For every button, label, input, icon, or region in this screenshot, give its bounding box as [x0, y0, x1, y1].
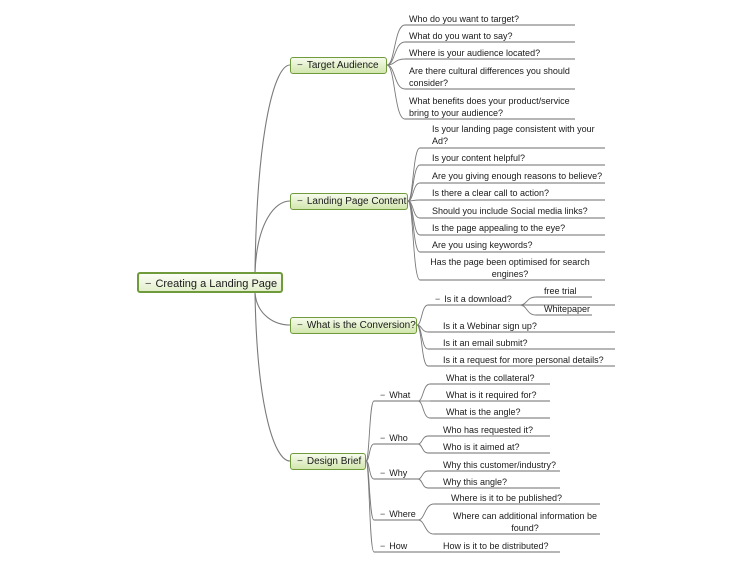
subtopic[interactable]: Is there a clear call to action? — [432, 188, 550, 198]
topic-label: Target Audience — [306, 60, 379, 71]
root-topic[interactable]: −Creating a Landing Page — [137, 272, 283, 293]
subtopic[interactable]: What is the collateral? — [446, 373, 535, 383]
subtopic[interactable]: How is it to be distributed? — [443, 541, 549, 551]
connector — [407, 164, 421, 202]
topic-design-brief[interactable]: −Design Brief — [290, 453, 366, 470]
connector — [254, 292, 291, 326]
subtopic[interactable]: free trial — [544, 286, 577, 296]
connector — [365, 443, 375, 462]
connector — [417, 470, 429, 480]
connector — [386, 64, 406, 120]
connector — [417, 478, 429, 489]
subtopic[interactable]: Is it an email submit? — [443, 338, 528, 348]
connector — [386, 58, 406, 66]
subtopic[interactable]: Who do you want to target? — [409, 14, 520, 24]
subtopic[interactable]: Has the page been optimised for search e… — [430, 257, 590, 279]
topic-label: Design Brief — [306, 456, 362, 467]
subtopic[interactable]: Are you using keywords? — [432, 240, 533, 250]
subtopic[interactable]: Is the page appealing to the eye? — [432, 223, 566, 233]
subtopic-how[interactable]: −How — [380, 541, 408, 551]
subtopic[interactable]: What is the angle? — [446, 407, 521, 417]
topic-landing-page-content[interactable]: −Landing Page Content — [290, 193, 408, 210]
connector — [417, 383, 431, 402]
subtopic[interactable]: What benefits does your product/service … — [409, 96, 570, 118]
connector — [417, 443, 429, 454]
topic-target-audience[interactable]: −Target Audience — [290, 57, 387, 74]
subtopic[interactable]: Should you include Social media links? — [432, 206, 588, 216]
root-topic-label: Creating a Landing Page — [155, 278, 278, 290]
subtopic[interactable]: Is it a Webinar sign up? — [443, 321, 537, 331]
connector — [519, 296, 537, 306]
connector — [417, 503, 435, 521]
connector — [407, 200, 421, 281]
subtopic[interactable]: What do you want to say? — [409, 31, 513, 41]
connector — [365, 460, 375, 480]
subtopic-is-it-a-download[interactable]: −Is it a download? — [435, 294, 512, 304]
subtopic[interactable]: Why this customer/industry? — [443, 460, 557, 470]
subtopic[interactable]: Is your landing page consistent with you… — [432, 124, 595, 146]
subtopic[interactable]: Are you giving enough reasons to believe… — [432, 171, 603, 181]
collapse-icon[interactable]: − — [435, 294, 441, 304]
connector — [365, 400, 375, 462]
subtopic[interactable]: What is it required for? — [446, 390, 537, 400]
collapse-icon[interactable]: − — [297, 60, 303, 71]
connector — [417, 435, 429, 445]
subtopic[interactable]: Who is it aimed at? — [443, 442, 520, 452]
subtopic-why[interactable]: −Why — [380, 468, 408, 478]
connector — [386, 24, 406, 66]
subtopic[interactable]: Who has requested it? — [443, 425, 534, 435]
connector — [254, 292, 291, 462]
subtopic[interactable]: Where can additional information be foun… — [452, 511, 598, 533]
collapse-icon[interactable]: − — [380, 390, 386, 400]
connector — [254, 200, 291, 273]
subtopic[interactable]: Is your content helpful? — [432, 153, 526, 163]
topic-label: Landing Page Content — [306, 196, 407, 207]
connector — [416, 324, 429, 367]
subtopic-what[interactable]: −What — [380, 390, 411, 400]
connector — [417, 519, 435, 535]
subtopic[interactable]: Are there cultural differences you shoul… — [409, 66, 570, 88]
collapse-icon[interactable]: − — [380, 541, 386, 551]
subtopic-where[interactable]: −Where — [380, 509, 416, 519]
connector — [365, 460, 375, 553]
topic-what-is-the-conversion[interactable]: −What is the Conversion? — [290, 317, 417, 334]
subtopic[interactable]: Where is it to be published? — [451, 493, 563, 503]
collapse-icon[interactable]: − — [297, 196, 303, 207]
connector — [407, 147, 421, 202]
connector — [416, 304, 429, 326]
subtopic[interactable]: Whitepaper — [544, 304, 591, 314]
subtopic-who[interactable]: −Who — [380, 433, 408, 443]
topic-label: What is the Conversion? — [306, 320, 416, 331]
connector — [519, 304, 537, 316]
subtopic[interactable]: Why this angle? — [443, 477, 508, 487]
connector — [386, 41, 406, 66]
subtopic[interactable]: Where is your audience located? — [409, 48, 541, 58]
collapse-icon[interactable]: − — [380, 468, 386, 478]
subtopic[interactable]: Is it a request for more personal detail… — [443, 355, 604, 365]
connector — [417, 400, 431, 419]
collapse-icon[interactable]: − — [297, 320, 303, 331]
collapse-icon[interactable]: − — [380, 509, 386, 519]
collapse-icon[interactable]: − — [380, 433, 386, 443]
connector — [254, 64, 291, 273]
collapse-icon[interactable]: − — [145, 278, 152, 290]
connector — [407, 182, 421, 202]
collapse-icon[interactable]: − — [297, 456, 303, 467]
